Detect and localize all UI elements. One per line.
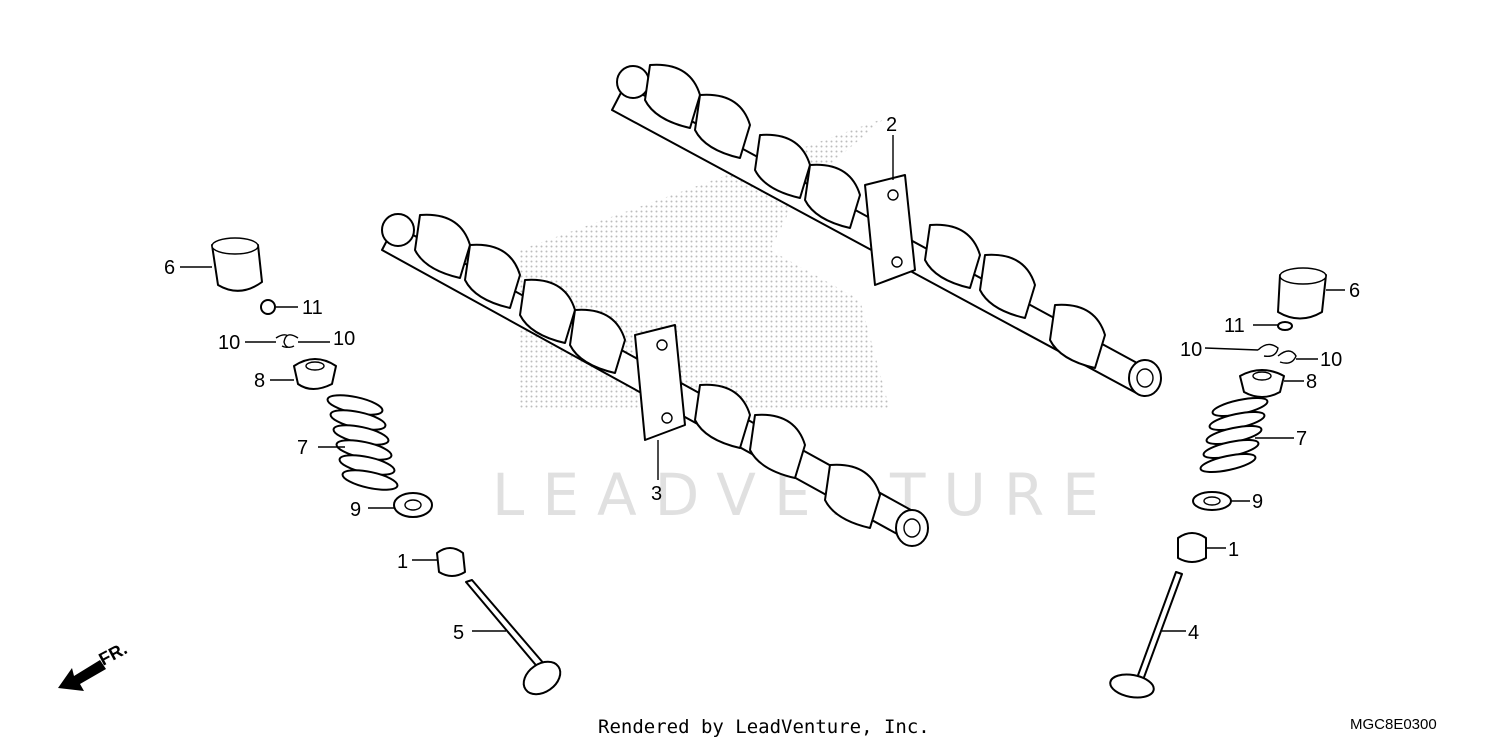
callout-1-left: 1	[397, 551, 408, 573]
callout-10-left-a: 10	[218, 332, 240, 354]
rendered-by-credit: Rendered by LeadVenture, Inc.	[598, 716, 930, 738]
valve-train-left	[211, 237, 562, 696]
callout-10-left-b: 10	[333, 328, 355, 350]
callout-7-left: 7	[297, 437, 308, 459]
camshaft-upper	[611, 63, 1162, 397]
callout-3: 3	[651, 483, 662, 505]
callout-6-left: 6	[164, 257, 175, 279]
leader-lines	[180, 135, 1345, 632]
callout-6-right: 6	[1349, 280, 1360, 302]
front-arrow-icon	[58, 660, 106, 691]
diagram-code: MGC8E0300	[1350, 716, 1437, 733]
callout-5: 5	[453, 622, 464, 644]
callout-8-left: 8	[254, 370, 265, 392]
front-direction-indicator: FR.	[58, 638, 130, 691]
callout-9-right: 9	[1252, 491, 1263, 513]
callout-8-right: 8	[1306, 371, 1317, 393]
callout-11-left: 11	[302, 297, 323, 319]
callout-10-right-b: 10	[1320, 349, 1342, 371]
camshaft-lower	[381, 213, 929, 547]
callout-1-right: 1	[1228, 539, 1239, 561]
callout-labels: 6 11 10 10 8 7 9 1 5 2 3 6 11 10 10 8 7 …	[164, 114, 1360, 644]
callout-9-left: 9	[350, 499, 361, 521]
valve-train-right	[1109, 267, 1327, 699]
callout-2: 2	[886, 114, 897, 136]
callout-11-right: 11	[1224, 315, 1245, 337]
callout-4: 4	[1188, 622, 1199, 644]
callout-10-right-a: 10	[1180, 339, 1202, 361]
callout-7-right: 7	[1296, 428, 1307, 450]
